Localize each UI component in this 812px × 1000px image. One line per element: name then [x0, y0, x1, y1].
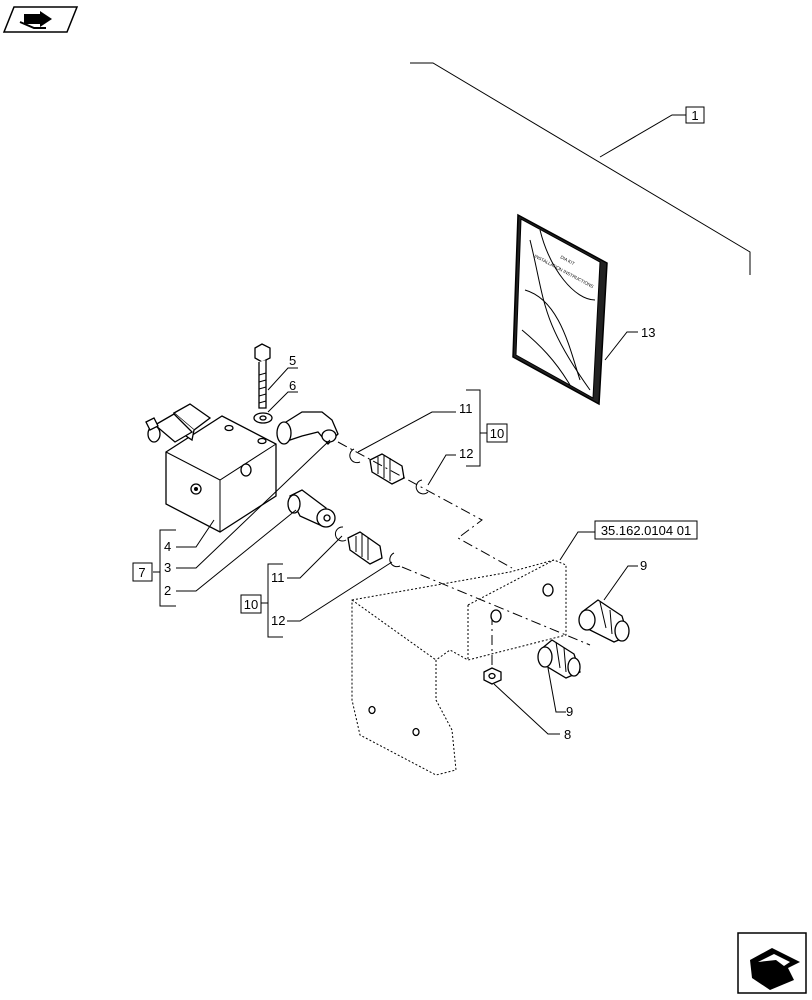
booklet-title-1: DIA KIT — [560, 254, 576, 266]
label-item-6: 6 — [289, 378, 296, 393]
label-item-9-bottom: 9 — [566, 704, 573, 719]
mounting-bracket — [351, 559, 567, 776]
coupling-assembly-bottom — [334, 526, 401, 568]
reference-callout[interactable]: 35.162.0104 01 — [559, 520, 698, 561]
label-item-12-top: 12 — [459, 446, 473, 461]
quick-coupler-upper: 9 — [578, 558, 647, 643]
label-item-12-bottom: 12 — [271, 613, 285, 628]
label-item-3: 3 — [164, 560, 171, 575]
assembly-centerline-upper — [337, 441, 513, 569]
group-7: 7 4 3 2 — [132, 439, 331, 607]
next-page-arrow-icon[interactable] — [737, 932, 807, 994]
label-item-8: 8 — [564, 727, 571, 742]
label-item-2: 2 — [164, 583, 171, 598]
label-item-11-top: 11 — [459, 401, 473, 416]
group-10-top: 10 11 12 — [357, 389, 508, 486]
washer: 6 — [253, 378, 298, 424]
label-kit: 1 — [691, 108, 698, 123]
reference-label: 35.162.0104 01 — [601, 523, 691, 538]
group-10-bottom: 10 11 12 — [240, 535, 393, 638]
bolt: 5 — [254, 343, 298, 409]
label-item-13: 13 — [641, 325, 655, 340]
label-group-10-bottom: 10 — [244, 597, 258, 612]
nut: 8 — [483, 667, 571, 742]
kit-leader: 1 — [410, 62, 751, 275]
label-group-10-top: 10 — [490, 426, 504, 441]
assembly-centerline-lower — [401, 566, 591, 646]
coupling-assembly-top — [349, 448, 429, 495]
label-item-11-bottom: 11 — [271, 570, 285, 585]
elbow-fitting — [276, 411, 339, 445]
quick-coupler-lower: 9 — [537, 639, 581, 719]
label-group-7: 7 — [138, 565, 145, 580]
previous-page-arrow-icon[interactable] — [2, 6, 79, 33]
label-item-5: 5 — [289, 353, 296, 368]
label-item-4: 4 — [164, 539, 171, 554]
valve-block — [145, 403, 277, 533]
installation-booklet: DIA KIT INSTALLATION INSTRUCTIONS 13 — [512, 213, 655, 406]
label-item-9-top: 9 — [640, 558, 647, 573]
straight-fitting — [287, 489, 336, 528]
